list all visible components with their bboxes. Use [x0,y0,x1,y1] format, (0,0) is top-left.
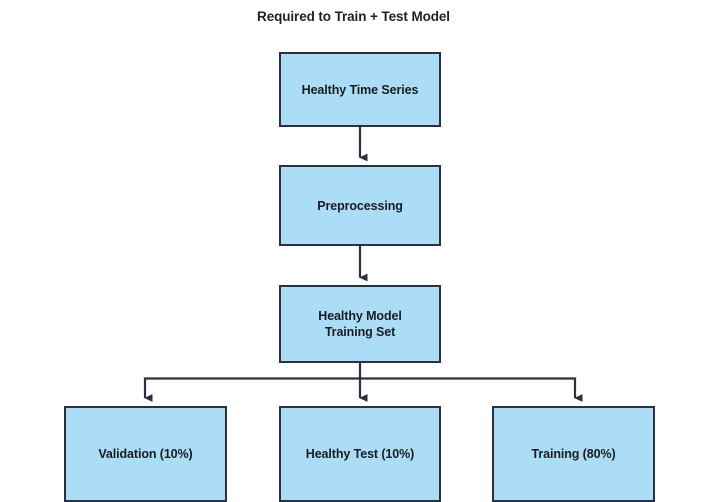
diagram-title: Required to Train + Test Model [257,9,450,24]
node-label: Healthy Model Training Set [318,309,402,339]
node-label: Training (80%) [531,447,616,461]
edge-trainingset-split-bus [143,361,577,380]
node-healthy-time-series[interactable]: Healthy Time Series [279,52,441,127]
node-healthy-model-training-set[interactable]: Healthy Model Training Set [279,285,441,363]
node-label: Preprocessing [317,198,403,213]
node-label: Healthy Test (10%) [305,447,415,461]
node-label: Healthy Time Series [301,82,419,97]
node-validation[interactable]: Validation (10%) [64,406,227,502]
node-preprocessing[interactable]: Preprocessing [279,165,441,246]
node-healthy-test[interactable]: Healthy Test (10%) [279,406,441,502]
node-label: Validation (10%) [98,447,193,461]
node-training[interactable]: Training (80%) [492,406,655,502]
